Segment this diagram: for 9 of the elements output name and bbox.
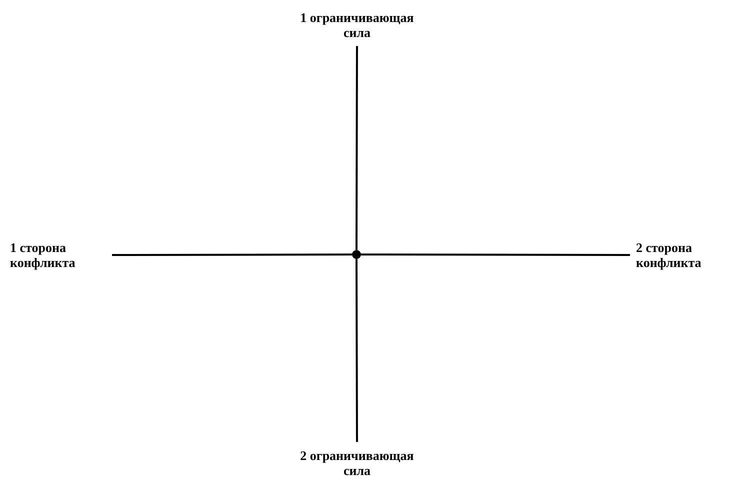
axis-line (361, 254, 630, 256)
axis-label: 2 сторона конфликта (636, 240, 740, 270)
axis-label: 1 ограничивающая сила (300, 10, 414, 40)
axis-line (356, 259, 358, 442)
axis-line (356, 46, 358, 250)
axis-label: 2 ограничивающая сила (300, 448, 414, 478)
axis-line (112, 254, 352, 256)
axis-label: 1 сторона конфликта (10, 240, 106, 270)
center-dot (352, 250, 361, 259)
